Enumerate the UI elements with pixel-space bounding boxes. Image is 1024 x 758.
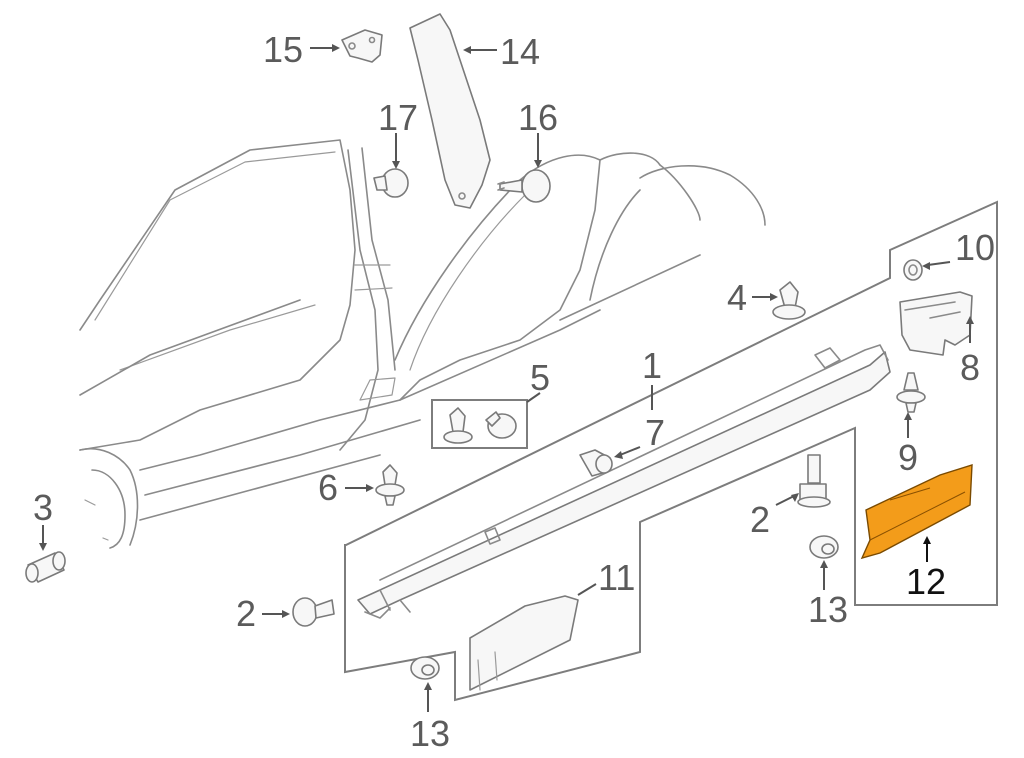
callout-17: 17 xyxy=(378,97,418,138)
callout-13-bottom: 13 xyxy=(410,713,450,754)
part-14-pillar-trim xyxy=(409,13,491,209)
callout-5: 5 xyxy=(530,357,550,398)
callout-7: 7 xyxy=(645,412,665,453)
part-15-bracket xyxy=(341,29,383,63)
callout-labels: 15 14 17 16 10 4 8 1 5 7 9 6 3 2 12 13 1… xyxy=(33,29,995,754)
part-2-bolt-upper xyxy=(797,454,831,508)
callout-12: 12 xyxy=(906,561,946,602)
part-16-clip xyxy=(497,169,551,203)
callout-13-right: 13 xyxy=(808,589,848,630)
callout-2-upper: 2 xyxy=(750,499,770,540)
part-13-clip-right xyxy=(809,535,839,559)
callout-10: 10 xyxy=(955,227,995,268)
part-10-nut xyxy=(903,259,923,281)
part-7-clip xyxy=(579,449,613,477)
vehicle-body-outline xyxy=(79,139,766,549)
part-1-rocker-molding xyxy=(357,344,891,619)
part-6-pin xyxy=(375,464,405,506)
assembly-frame xyxy=(344,200,998,702)
callout-3: 3 xyxy=(33,487,53,528)
part-2-bolt-lower xyxy=(292,597,335,627)
callout-8: 8 xyxy=(960,347,980,388)
callout-9: 9 xyxy=(898,437,918,478)
callout-15: 15 xyxy=(263,29,303,70)
callout-14: 14 xyxy=(500,31,540,72)
part-5-clip-set xyxy=(431,399,528,449)
callout-6: 6 xyxy=(318,467,338,508)
part-9-pin xyxy=(896,372,926,413)
callout-4: 4 xyxy=(727,277,747,318)
part-17-clip xyxy=(373,168,409,198)
part-4-pin xyxy=(772,281,806,320)
callout-1: 1 xyxy=(642,345,662,386)
callout-2-lower: 2 xyxy=(236,593,256,634)
part-13-clip-bottom xyxy=(410,656,440,680)
part-8-bracket xyxy=(899,291,973,356)
callout-11: 11 xyxy=(598,557,635,598)
part-12-trim-highlighted xyxy=(860,464,973,560)
leader-arrows xyxy=(39,44,974,712)
part-11-guard xyxy=(469,595,579,691)
callout-16: 16 xyxy=(518,97,558,138)
part-3-plug xyxy=(25,551,66,583)
